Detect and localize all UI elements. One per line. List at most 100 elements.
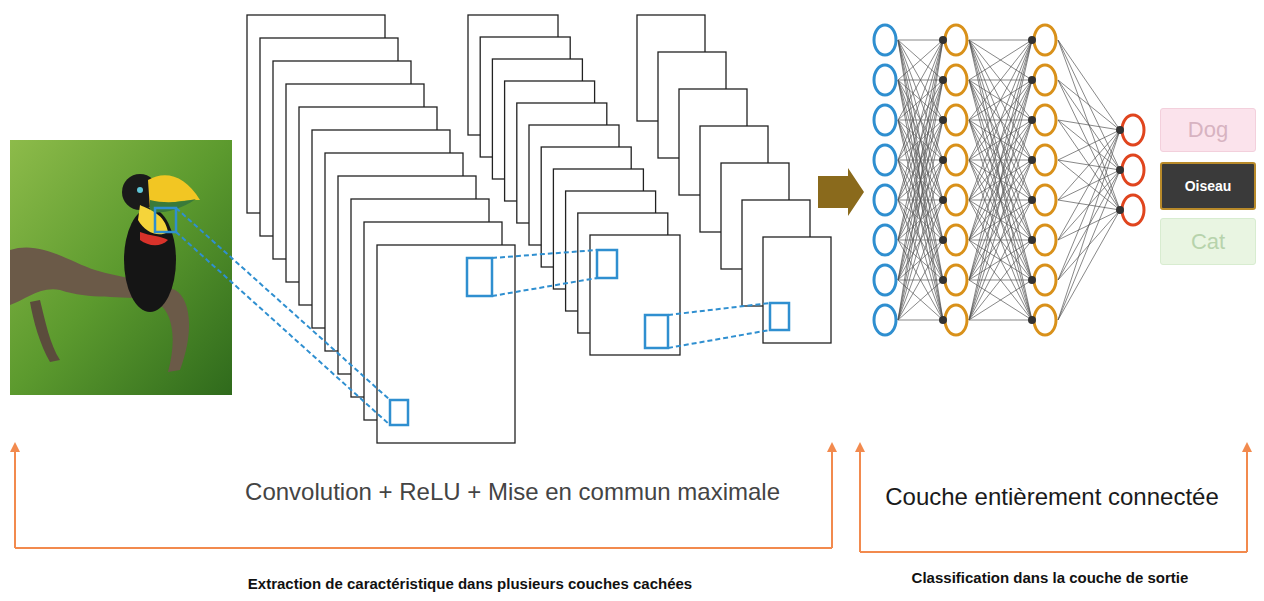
connection <box>898 280 943 320</box>
connection <box>969 240 1032 320</box>
connection <box>969 40 1032 240</box>
connection <box>1058 80 1120 210</box>
input-dot <box>1028 236 1036 244</box>
caption-text: Convolution + ReLU + Mise en commun maxi… <box>245 478 780 506</box>
class-box: Cat <box>1160 218 1256 265</box>
connection <box>1058 130 1120 240</box>
connection <box>1058 120 1120 130</box>
connection <box>969 40 1032 80</box>
neuron <box>945 265 967 295</box>
connection <box>898 40 943 41</box>
input-dot <box>1028 116 1036 124</box>
neuron <box>945 105 967 135</box>
photo-background <box>10 140 232 395</box>
connection <box>969 80 1032 320</box>
connection <box>898 240 943 320</box>
receptive-field <box>390 400 408 425</box>
connection <box>969 280 1032 320</box>
connection <box>969 40 1032 280</box>
input-dot <box>1116 166 1124 174</box>
connection <box>969 200 1032 320</box>
neuron <box>874 225 896 255</box>
receptive-field <box>770 303 789 330</box>
receptive-field <box>597 250 617 278</box>
receptive-field <box>645 315 668 348</box>
neuron <box>1122 195 1144 225</box>
connection <box>969 40 1032 320</box>
connection <box>898 40 943 280</box>
class-box: Dog <box>1160 108 1256 152</box>
connection <box>969 200 1032 320</box>
connection <box>1058 130 1120 160</box>
class-label: Dog <box>1188 117 1228 143</box>
input-dot <box>1028 156 1036 164</box>
connection <box>969 40 1032 200</box>
connection <box>898 40 943 320</box>
connection <box>898 80 943 320</box>
bracket-line <box>15 448 832 548</box>
projection-line <box>668 303 770 315</box>
connection <box>1058 120 1120 170</box>
arrow-head <box>827 442 837 452</box>
connection <box>898 40 943 200</box>
connection <box>898 160 943 320</box>
class-label: Cat <box>1191 229 1225 255</box>
neuron <box>1034 145 1056 175</box>
input-dot <box>1028 36 1036 44</box>
bracket-heads <box>10 442 1252 452</box>
connection <box>898 40 943 80</box>
connection <box>969 120 1032 320</box>
neuron <box>874 265 896 295</box>
neuron <box>1034 185 1056 215</box>
connection <box>898 320 943 321</box>
caption-text: Classification dans la couche de sortie <box>912 569 1189 586</box>
connection <box>1058 80 1120 170</box>
connection <box>898 120 943 320</box>
arrow-head <box>1242 442 1252 452</box>
arrow-head <box>855 442 865 452</box>
bird-photo <box>10 140 232 395</box>
connection <box>969 40 1032 120</box>
class-label: Oiseau <box>1185 178 1232 194</box>
input-dot <box>939 36 947 44</box>
bracket-line <box>860 448 1247 552</box>
connection <box>898 40 943 240</box>
connection <box>898 40 943 280</box>
feature-map <box>590 235 680 355</box>
input-dot <box>939 276 947 284</box>
class-box: Oiseau <box>1160 162 1256 210</box>
connection <box>969 40 1032 160</box>
connection <box>1058 130 1120 320</box>
input-dot <box>939 116 947 124</box>
input-dot <box>939 156 947 164</box>
connection <box>1058 40 1120 170</box>
input-dot <box>1116 126 1124 134</box>
connection <box>969 40 1032 280</box>
connection <box>898 160 943 320</box>
connection <box>898 200 943 320</box>
input-dot <box>1028 196 1036 204</box>
connection <box>969 40 1032 160</box>
bracket <box>15 448 1247 552</box>
connection <box>969 160 1032 320</box>
connection <box>969 280 1032 320</box>
connection <box>898 280 943 320</box>
input-dot <box>1028 276 1036 284</box>
neuron <box>945 305 967 335</box>
neuron <box>874 185 896 215</box>
feature-map <box>377 245 515 443</box>
projection-line <box>176 232 390 425</box>
neuron <box>1122 115 1144 145</box>
input-dot <box>939 76 947 84</box>
connection <box>969 240 1032 320</box>
neuron <box>874 65 896 95</box>
neuron <box>1034 265 1056 295</box>
connection <box>969 320 1032 321</box>
neuron <box>1034 225 1056 255</box>
connection <box>969 40 1032 240</box>
connection <box>1058 120 1120 210</box>
connection <box>1058 210 1120 320</box>
branch <box>30 300 60 362</box>
neuron <box>1034 305 1056 335</box>
